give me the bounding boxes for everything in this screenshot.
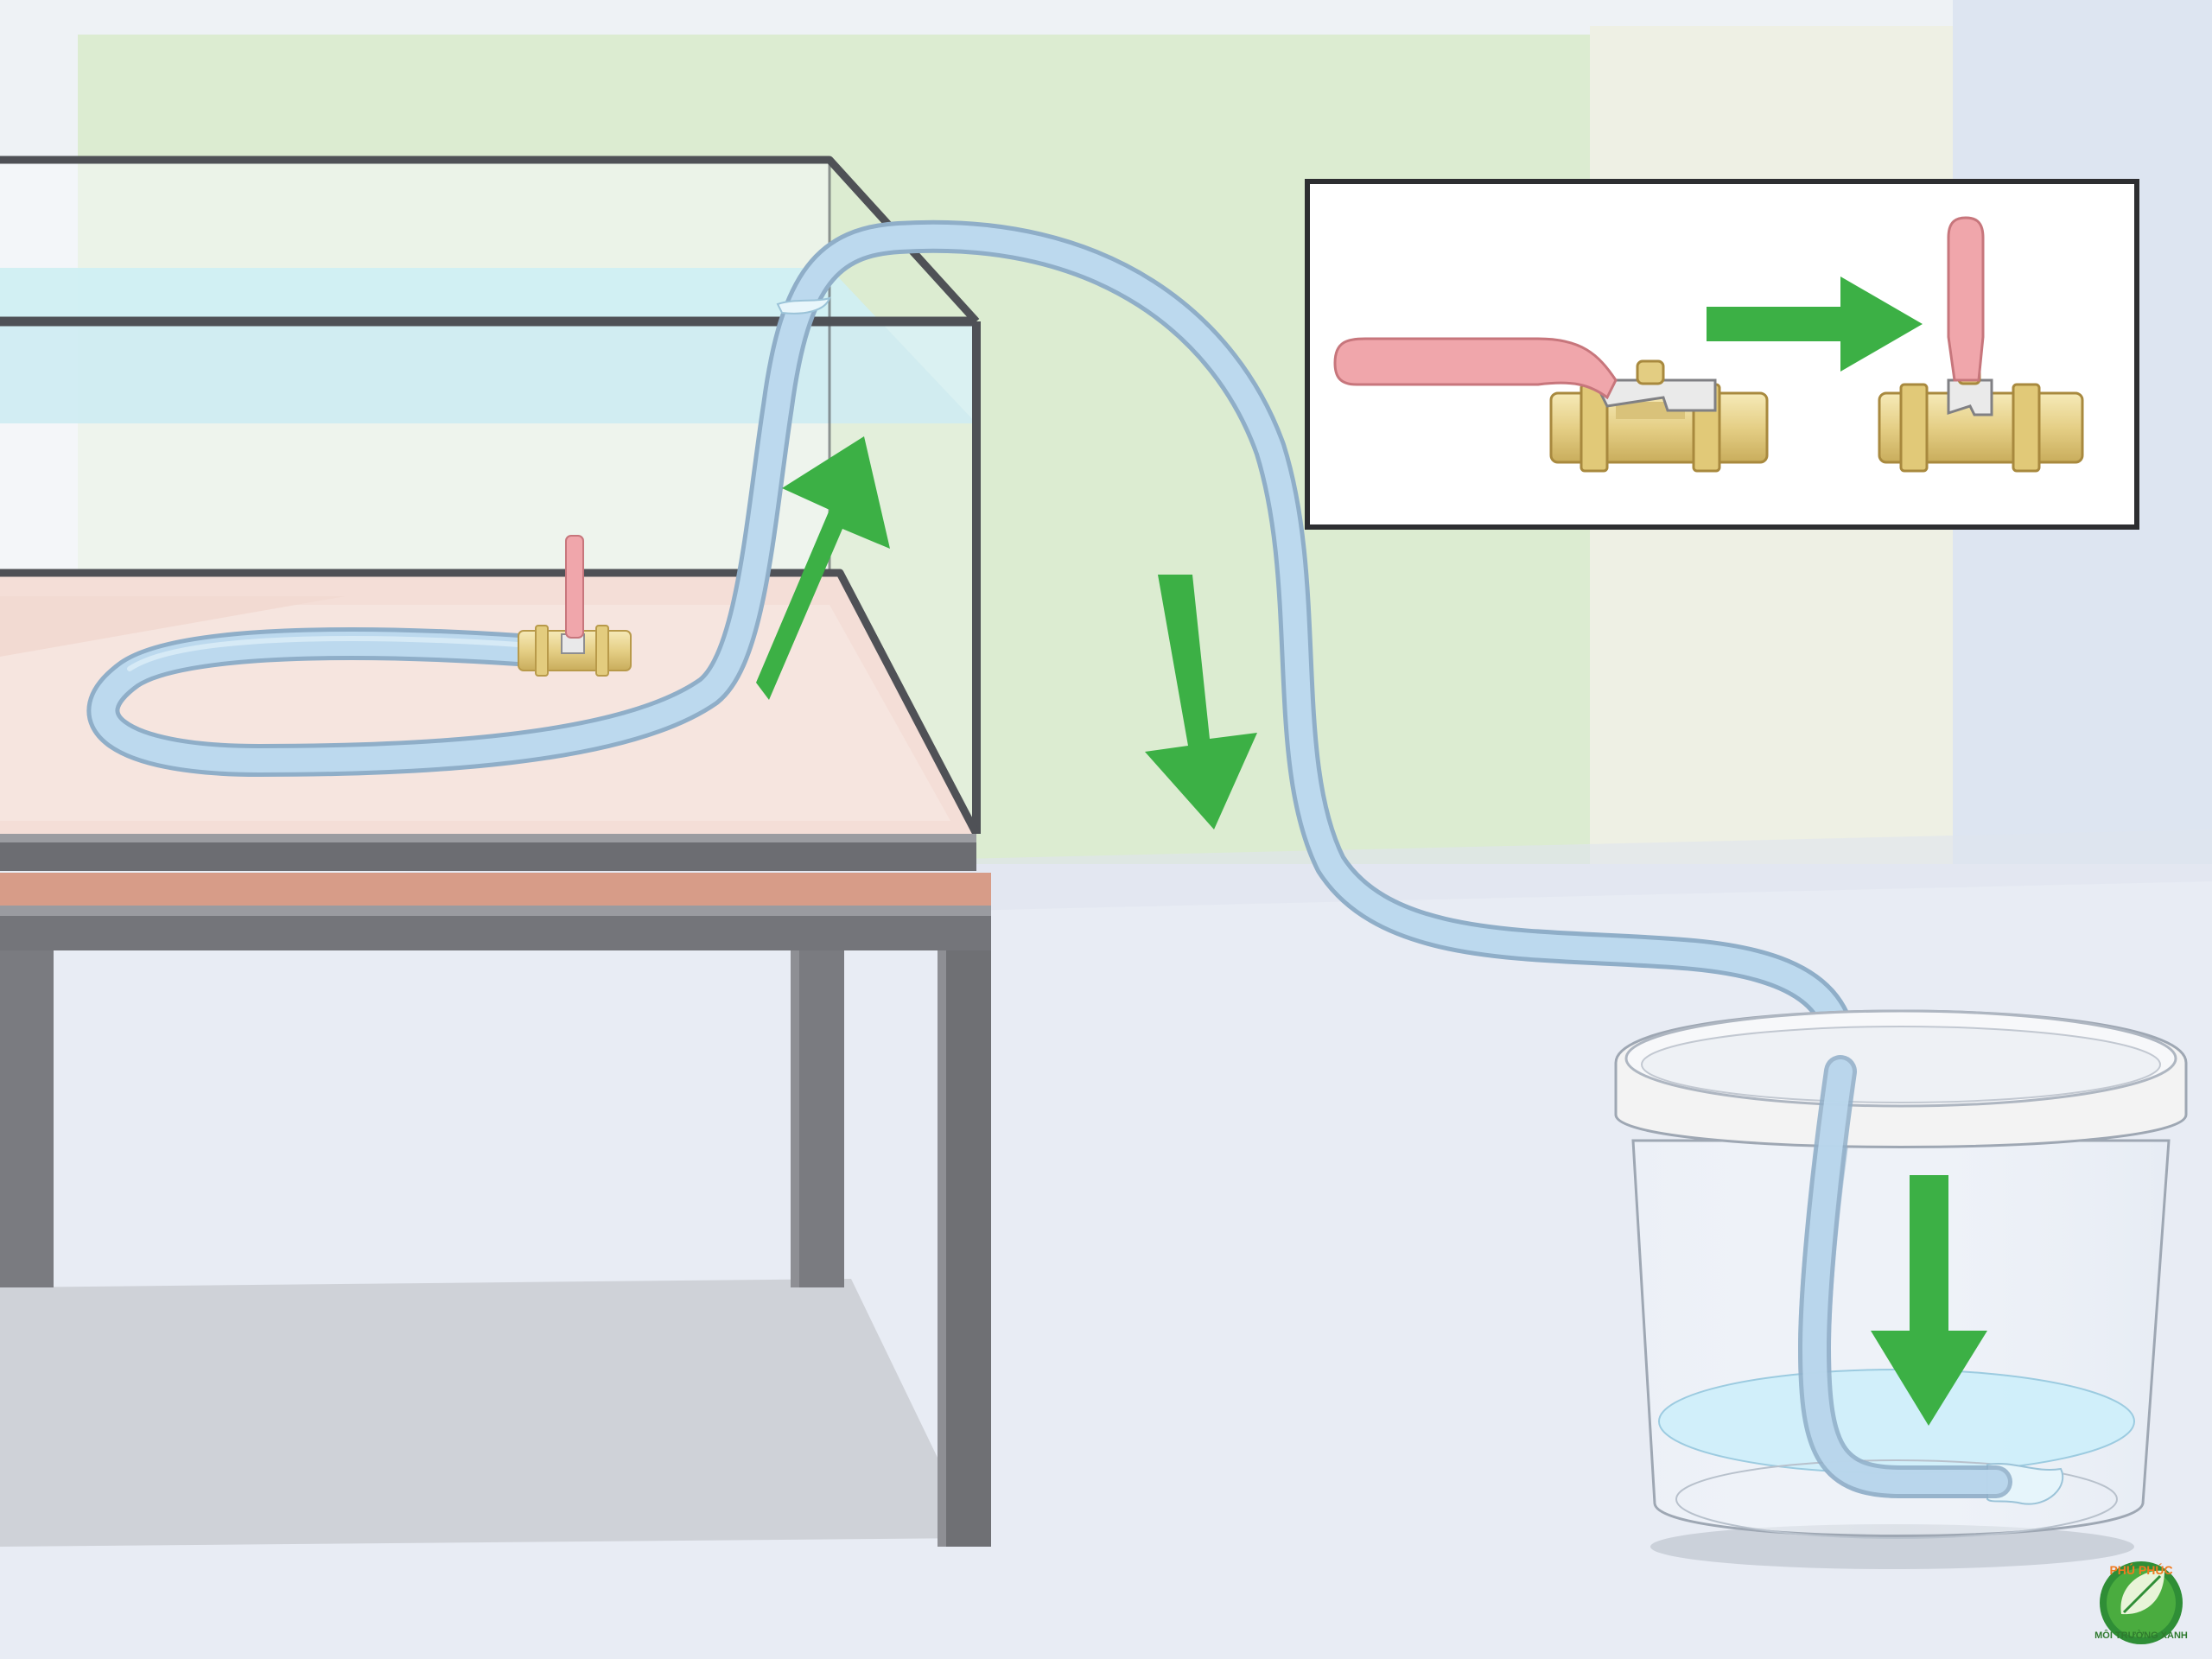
ball-valve-icon: [1333, 337, 1769, 473]
flow-arrow-icon: [756, 436, 890, 700]
water-splash: [776, 296, 831, 315]
flow-arrow-icon: [1871, 1175, 1987, 1426]
brand-logo: PHÚ PHÚC MÔI TRƯỜNG XANH: [2094, 1561, 2188, 1644]
siphon-hose-icon: [1797, 1055, 2012, 1498]
bucket-icon: [1614, 1009, 2188, 1569]
table: [0, 873, 991, 1547]
table-leg: [791, 950, 844, 1287]
table-shadow: [0, 1279, 976, 1547]
table-apron: [0, 906, 991, 950]
tank-base-frame: [0, 834, 976, 871]
bucket-water: [1659, 1370, 2134, 1473]
ball-valve-icon: [518, 535, 632, 677]
bucket-shadow: [1650, 1524, 2134, 1569]
table-leg: [938, 942, 991, 1547]
ball-valve-icon: [1878, 216, 2084, 473]
table-top-edge: [0, 873, 991, 906]
flow-arrow-icon: [1145, 575, 1257, 830]
valve-inset: [1305, 179, 2139, 530]
table-leg: [0, 950, 54, 1287]
logo-text-top: PHÚ PHÚC: [2109, 1562, 2172, 1577]
logo-text-bottom: MÔI TRƯỜNG XANH: [2094, 1630, 2188, 1641]
flow-arrow-icon: [1707, 276, 1923, 372]
